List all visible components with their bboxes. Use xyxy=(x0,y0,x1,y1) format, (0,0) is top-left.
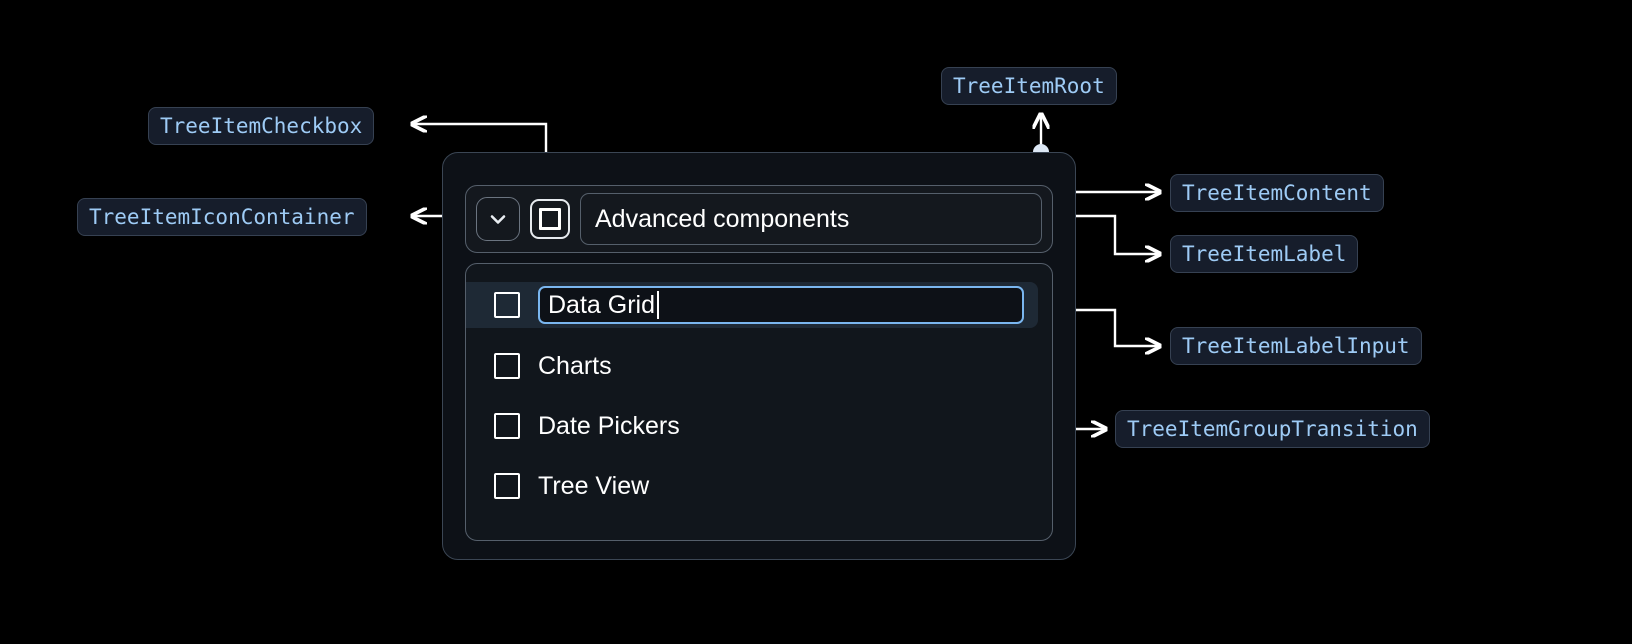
tree-item-row-charts[interactable]: Charts xyxy=(466,344,1052,388)
chevron-down-icon xyxy=(486,207,510,231)
annotation-badge-tree-item-label-input: TreeItemLabelInput xyxy=(1170,327,1422,365)
annotation-badge-tree-item-group-transition: TreeItemGroupTransition xyxy=(1115,410,1430,448)
tree-item-label-input[interactable]: Data Grid xyxy=(538,286,1024,324)
annotation-badge-tree-item-icon-container: TreeItemIconContainer xyxy=(77,198,367,236)
tree-item-checkbox[interactable] xyxy=(494,473,520,499)
annotation-badge-tree-item-content: TreeItemContent xyxy=(1170,174,1384,212)
tree-item-label-input-value: Data Grid xyxy=(548,290,655,319)
tree-item-content[interactable]: Advanced components xyxy=(465,185,1053,253)
tree-item-checkbox[interactable] xyxy=(530,199,570,239)
tree-item-label: Charts xyxy=(538,351,612,380)
tree-item-root[interactable]: Advanced components Data Grid Charts Dat… xyxy=(442,152,1076,560)
tree-item-checkbox[interactable] xyxy=(494,413,520,439)
tree-item-row-date-pickers[interactable]: Date Pickers xyxy=(466,404,1052,448)
checkbox-unchecked-icon xyxy=(539,208,561,230)
tree-item-icon-container[interactable] xyxy=(476,197,520,241)
tree-item-label[interactable]: Advanced components xyxy=(580,193,1042,245)
annotation-badge-tree-item-label: TreeItemLabel xyxy=(1170,235,1359,273)
annotation-badge-tree-item-root: TreeItemRoot xyxy=(941,67,1117,105)
tree-item-checkbox[interactable] xyxy=(494,353,520,379)
text-caret xyxy=(656,291,659,319)
annotation-badge-tree-item-checkbox: TreeItemCheckbox xyxy=(148,107,375,145)
tree-item-label: Date Pickers xyxy=(538,411,680,440)
tree-item-checkbox[interactable] xyxy=(494,292,520,318)
tree-item-row-tree-view[interactable]: Tree View xyxy=(466,464,1052,508)
tree-item-label: Tree View xyxy=(538,471,650,500)
tree-item-row-data-grid[interactable]: Data Grid xyxy=(466,282,1038,328)
tree-item-group-transition: Data Grid Charts Date Pickers Tree View xyxy=(465,263,1053,541)
